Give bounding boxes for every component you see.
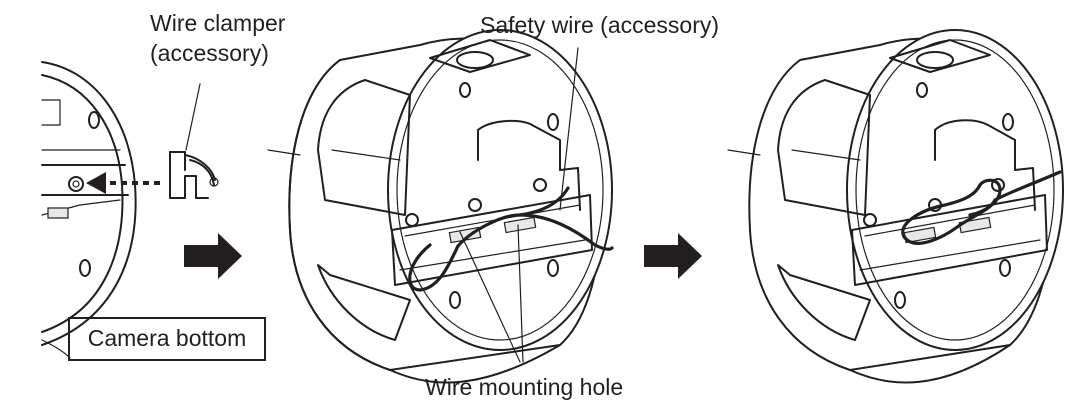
mounting-hole-icon [916,82,928,98]
safety-wire-label: Safety wire (accessory) [480,12,720,38]
camera-bottom-label: Camera bottom [68,317,266,361]
mounting-hole-icon [547,113,559,131]
panel-2-camera-with-wire [267,29,614,384]
screw-icon [863,213,877,227]
mounting-hole-icon [547,259,559,277]
mounting-hole-icon [459,82,471,98]
insert-direction-arrow [86,172,160,194]
mounting-hole-icon [449,291,461,309]
wire-clamper-icon [169,83,219,199]
next-step-arrow-1 [184,233,242,279]
wire-clamper-label-line1: Wire clamper [150,10,286,36]
wire-clamper-label-line2: (accessory) [150,40,269,66]
panel-3-wire-secured [727,29,1064,384]
mounting-hole-icon [79,259,91,277]
mounting-hole-icon [88,111,100,129]
wire-mounting-hole-label: Wire mounting hole [425,374,624,400]
mounting-hole-icon [1002,113,1014,131]
next-step-arrow-2 [644,233,702,279]
screw-icon [533,178,547,192]
screw-icon [68,176,84,192]
mounting-hole-icon [894,291,906,309]
screw-icon [405,213,419,227]
panel-1-camera-partial [41,61,137,359]
wire-clamper-label: Wire clamper (accessory) [150,8,285,68]
screw-icon [468,198,482,212]
mounting-hole-icon [999,259,1011,277]
